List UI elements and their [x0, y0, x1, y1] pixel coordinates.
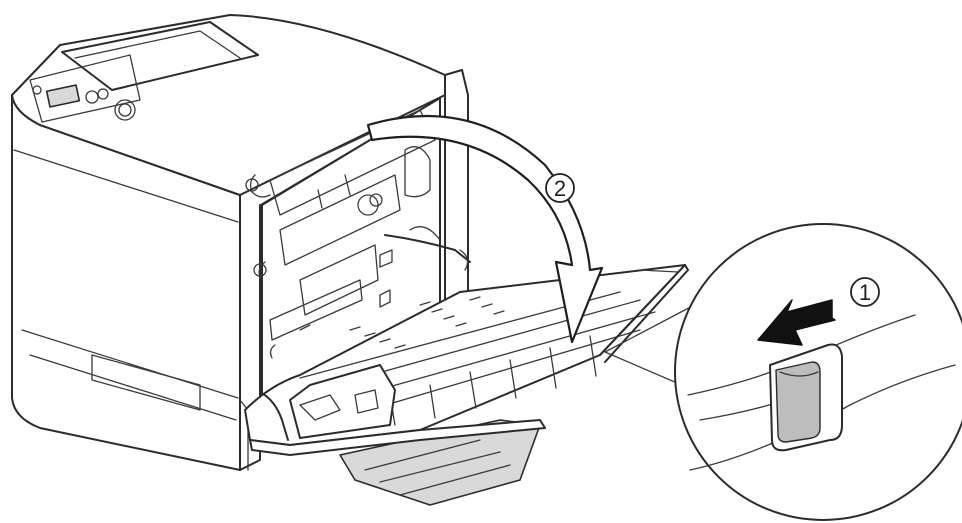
- power-button-icon: [114, 99, 136, 121]
- open-cover-arrow: [366, 115, 604, 344]
- lcd-display: [45, 84, 81, 108]
- slide-arrow-icon: [757, 299, 836, 346]
- step-1-marker: 1: [850, 277, 880, 307]
- control-panel: [29, 54, 141, 123]
- step-2-marker: 2: [545, 173, 575, 203]
- step-2-number: 2: [554, 176, 566, 201]
- panel-button-icon: [85, 90, 99, 104]
- zoom-callout: [604, 223, 962, 521]
- latch-lever: [775, 361, 821, 443]
- step-1-number: 1: [859, 280, 871, 305]
